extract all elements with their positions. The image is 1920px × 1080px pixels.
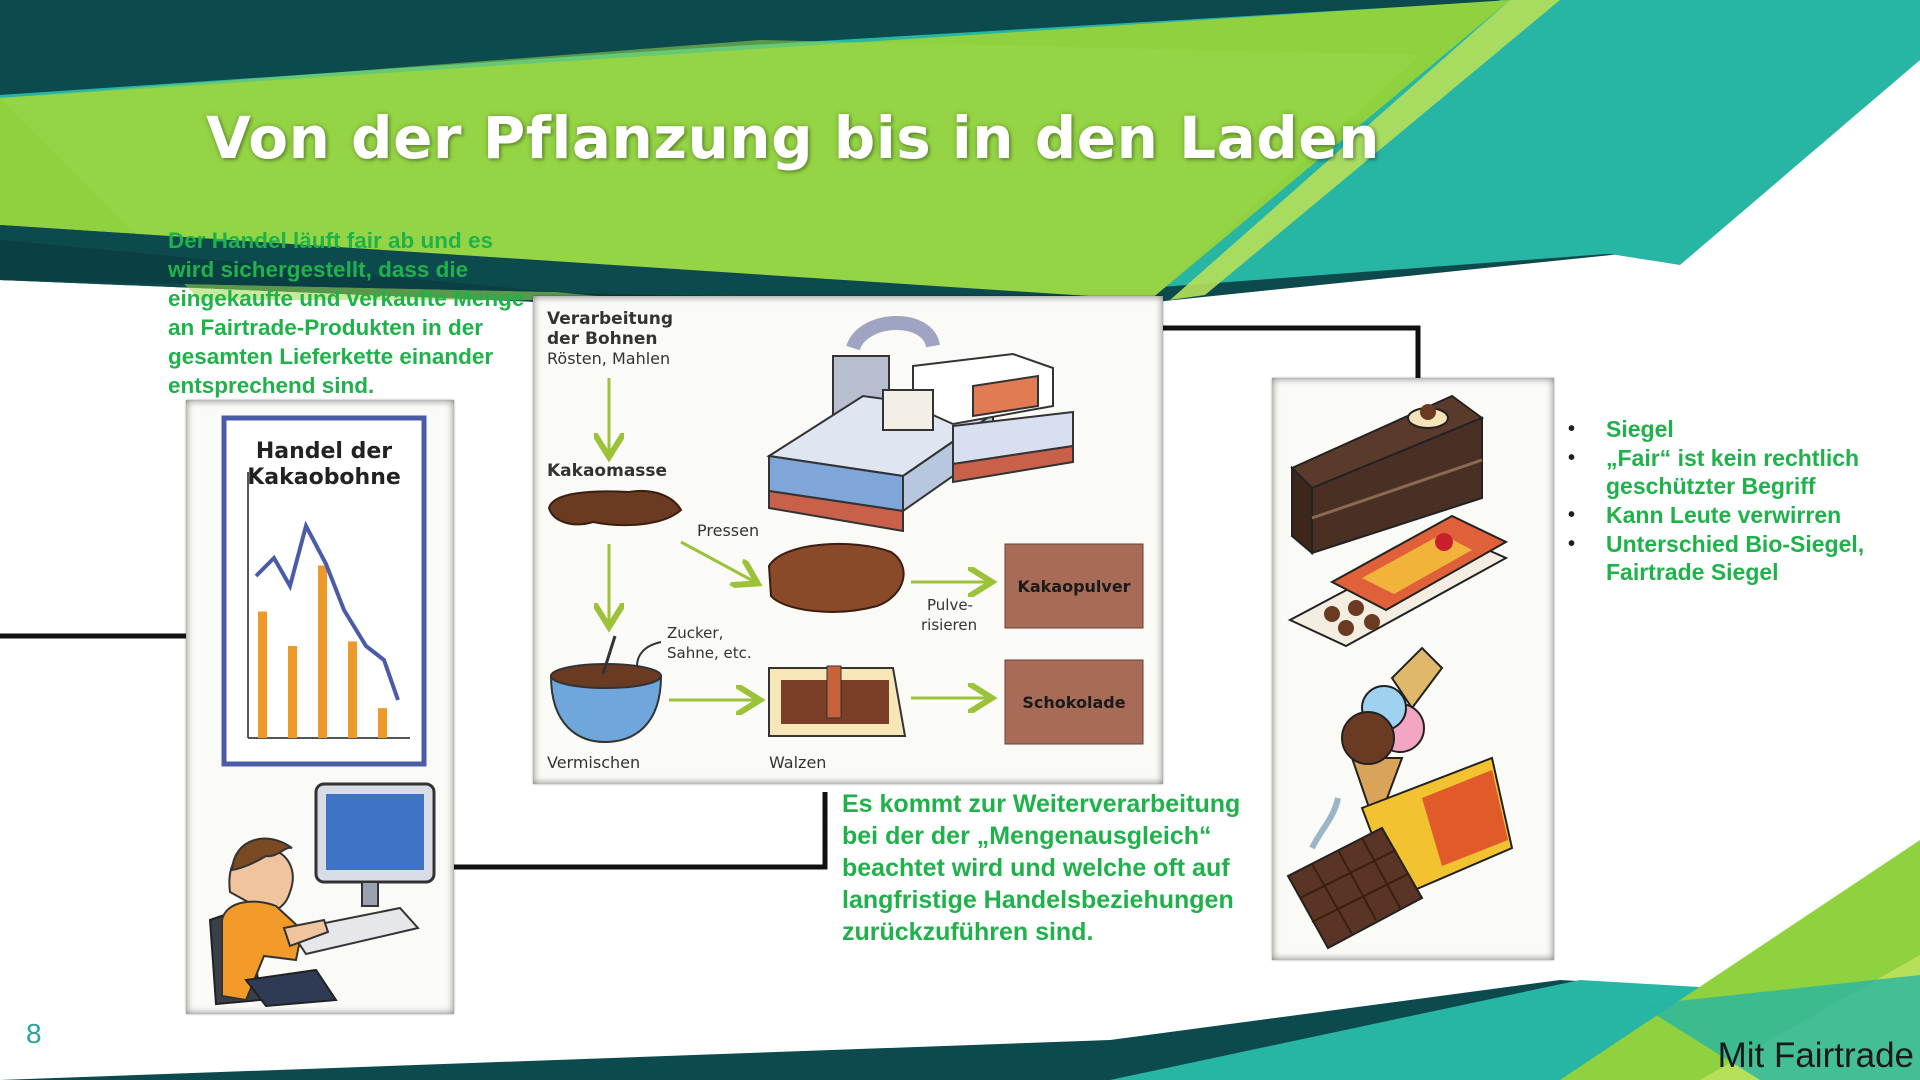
mixing-bowl-illustration bbox=[549, 635, 663, 744]
mixing-label: Vermischen bbox=[547, 753, 640, 772]
praline-box-illustration bbox=[1287, 514, 1509, 648]
info-bullet-list: •Siegel •„Fair“ ist kein rechtlich gesch… bbox=[1568, 415, 1898, 587]
pulverize-line2: risieren bbox=[921, 616, 977, 634]
process-picture: Verarbeitung der Bohnen Rösten, Mahlen K… bbox=[533, 296, 1163, 784]
intro-text: Der Handel läuft fair ab und es wird sic… bbox=[168, 228, 525, 398]
additives-line2: Sahne, etc. bbox=[667, 644, 752, 662]
bullet-text: Unterschied Bio-Siegel, Fairtrade Siegel bbox=[1606, 531, 1865, 585]
bullet-text: Kann Leute verwirren bbox=[1606, 502, 1842, 528]
products-picture bbox=[1272, 378, 1554, 960]
cocoa-mass-label: Kakaomasse bbox=[547, 461, 667, 481]
bullet-item: •Siegel bbox=[1568, 416, 1674, 442]
trade-bar-group bbox=[258, 565, 387, 738]
cocoa-mass-illustration bbox=[547, 490, 683, 527]
bullet-text: „Fair“ ist kein rechtlich geschützter Be… bbox=[1606, 445, 1860, 499]
trade-bar bbox=[258, 611, 267, 738]
bullet-item: •Unterschied Bio-Siegel, Fairtrade Siege… bbox=[1568, 531, 1865, 585]
bullet-item: •„Fair“ ist kein rechtlich geschützter B… bbox=[1568, 445, 1860, 499]
chocolate-bar-illustration bbox=[1286, 756, 1514, 950]
step-processing-line1: Verarbeitung bbox=[547, 309, 673, 329]
factory-illustration bbox=[766, 316, 1074, 533]
additives-line1: Zucker, bbox=[667, 624, 723, 642]
person-at-computer-illustration bbox=[208, 782, 436, 1008]
trade-bar bbox=[348, 641, 357, 738]
rolling-label: Walzen bbox=[769, 753, 826, 772]
trade-heading-line1: Handel der bbox=[256, 439, 392, 464]
rolling-illustration bbox=[768, 665, 907, 737]
step-processing-line2: der Bohnen bbox=[547, 329, 657, 349]
processing-text: Es kommt zur Weiterverarbeitung bei der … bbox=[842, 790, 1241, 946]
chocolate-box bbox=[1004, 659, 1144, 745]
footer-text: Mit Fairtrade bbox=[1717, 1036, 1914, 1075]
pressing-label: Pressen bbox=[697, 521, 759, 540]
cocoa-powder-box bbox=[1004, 543, 1144, 629]
press-cake-illustration bbox=[767, 543, 905, 613]
cocoa-powder-label: Kakaopulver bbox=[1017, 577, 1130, 596]
trade-picture: Handel der Kakaobohne bbox=[186, 400, 454, 1014]
pulverize-line1: Pulve- bbox=[927, 596, 973, 614]
chocolate-label: Schokolade bbox=[1022, 693, 1125, 712]
trade-heading-line2: Kakaobohne bbox=[247, 465, 401, 490]
trade-bar bbox=[318, 565, 327, 738]
trade-trend-line bbox=[254, 520, 400, 701]
trade-bar bbox=[378, 708, 387, 738]
slide-title: Von der Pflanzung bis in den Laden bbox=[206, 104, 1380, 172]
cake-slice-illustration bbox=[1290, 394, 1485, 556]
bullet-item: •Kann Leute verwirren bbox=[1568, 502, 1842, 528]
page-number: 8 bbox=[26, 1018, 42, 1049]
step-roasting: Rösten, Mahlen bbox=[547, 349, 670, 368]
trade-bar bbox=[288, 646, 297, 738]
bullet-text: Siegel bbox=[1606, 416, 1674, 442]
ice-cream-cone-illustration bbox=[1341, 646, 1444, 831]
